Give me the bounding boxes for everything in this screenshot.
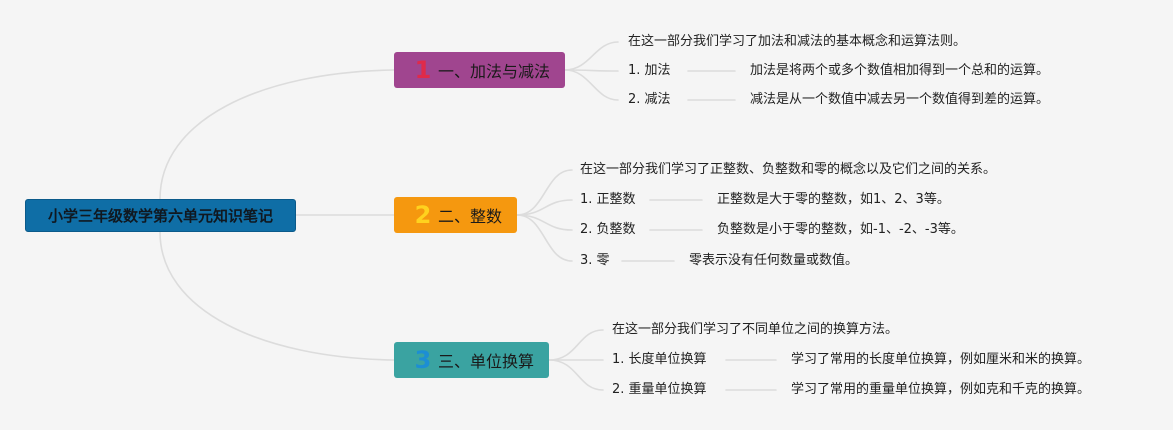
branch-2-intro[interactable]: 在这一部分我们学习了正整数、负整数和零的概念以及它们之间的关系。 (580, 162, 997, 177)
root-node[interactable]: 小学三年级数学第六单元知识笔记 (25, 199, 296, 232)
branch-3-item-1-title[interactable]: 1. 长度单位换算 (612, 352, 707, 367)
branch-3-item-2-desc[interactable]: 学习了常用的重量单位换算，例如克和千克的换算。 (791, 382, 1091, 397)
connector-root-branch-1 (159, 69, 395, 200)
branch-3-item-1-desc[interactable]: 学习了常用的长度单位换算，例如厘米和米的换算。 (791, 352, 1091, 367)
branch-2-item-1-title[interactable]: 1. 正整数 (580, 192, 636, 207)
number-2-icon: 2 (414, 201, 432, 229)
connector-b3-intro (548, 329, 604, 361)
connector-b2-intro (516, 169, 573, 216)
branch-1-item-1-title[interactable]: 1. 加法 (628, 63, 671, 78)
branch-node-2[interactable]: 2 二、整数 (394, 197, 517, 233)
branch-1-intro[interactable]: 在这一部分我们学习了加法和减法的基本概念和运算法则。 (628, 34, 967, 49)
connector-b1-item2 (564, 69, 619, 101)
branch-label-1: 一、加法与减法 (438, 62, 551, 81)
number-1-icon: 1 (414, 56, 432, 84)
number-3-icon: 3 (414, 346, 432, 374)
branch-1-item-2-desc[interactable]: 减法是从一个数值中减去另一个数值得到差的运算。 (750, 92, 1050, 107)
branch-1-item-2-title[interactable]: 2. 减法 (628, 92, 671, 107)
branch-2-item-1-desc[interactable]: 正整数是大于零的整数，如1、2、3等。 (717, 192, 950, 207)
branch-label-2: 二、整数 (438, 207, 503, 226)
branch-node-1[interactable]: 1 一、加法与减法 (394, 52, 565, 88)
connector-root-branch-3 (159, 231, 395, 361)
branch-2-item-2-title[interactable]: 2. 负整数 (580, 222, 636, 237)
branch-node-3[interactable]: 3 三、单位换算 (394, 342, 549, 378)
root-label: 小学三年级数学第六单元知识笔记 (47, 207, 273, 225)
branch-3-item-2-title[interactable]: 2. 重量单位换算 (612, 382, 707, 397)
connector-b1-intro (564, 41, 619, 71)
branch-label-3: 三、单位换算 (438, 352, 535, 371)
branch-2-item-3-title[interactable]: 3. 零 (580, 253, 610, 268)
branch-3-intro[interactable]: 在这一部分我们学习了不同单位之间的换算方法。 (612, 322, 899, 337)
branch-2-item-3-desc[interactable]: 零表示没有任何数量或数值。 (689, 253, 859, 268)
branch-1-item-1-desc[interactable]: 加法是将两个或多个数值相加得到一个总和的运算。 (750, 63, 1050, 78)
connector-b2-item3 (516, 214, 573, 262)
connector-b3-item2 (548, 359, 604, 391)
branch-2-item-2-desc[interactable]: 负整数是小于零的整数，如-1、-2、-3等。 (717, 222, 964, 237)
